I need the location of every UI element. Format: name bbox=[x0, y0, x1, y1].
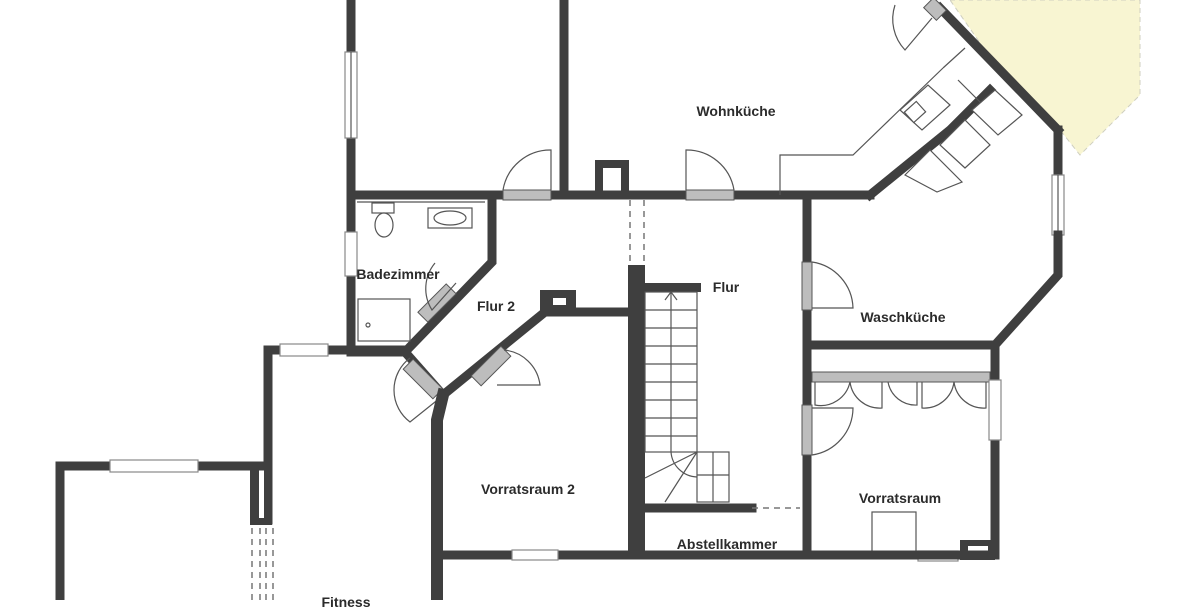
door-wohnkueche bbox=[685, 149, 735, 201]
door-top-left bbox=[502, 149, 552, 201]
staircase bbox=[644, 291, 730, 503]
left-room-walls bbox=[55, 459, 273, 600]
window-vorratsraum-2 bbox=[511, 549, 559, 561]
flur-2-walls bbox=[393, 290, 633, 423]
door-waschkueche bbox=[801, 261, 854, 311]
kitchen-counter bbox=[779, 47, 1023, 195]
door-vorratsraum bbox=[801, 404, 854, 456]
vorratsraum-closets bbox=[811, 371, 991, 409]
room-label-vorratsraum-2: Vorratsraum 2 bbox=[481, 481, 575, 497]
main-horizontal-wall bbox=[346, 1, 1065, 202]
toilet-tank bbox=[371, 202, 395, 214]
bathroom bbox=[344, 190, 497, 359]
room-label-fitness: Fitness bbox=[321, 594, 371, 610]
flur-walls bbox=[628, 200, 800, 555]
room-label-vorratsraum: Vorratsraum bbox=[858, 490, 942, 506]
vorratsraum-2-wall bbox=[431, 387, 451, 600]
room-label-waschkueche: Waschküche bbox=[860, 309, 946, 325]
room-top-left-walls bbox=[344, 0, 569, 200]
fitness-walls bbox=[250, 343, 410, 600]
room-label-wohnkueche: Wohnküche bbox=[696, 103, 776, 119]
shower bbox=[357, 298, 411, 342]
chimney bbox=[595, 160, 629, 168]
room-label-abstellkammer: Abstellkammer bbox=[676, 536, 778, 552]
window-vorratsraum-right bbox=[988, 379, 1002, 441]
toilet bbox=[374, 212, 394, 238]
room-label-badezimmer: Badezimmer bbox=[356, 266, 440, 282]
door-terrace bbox=[892, 0, 948, 51]
appliance bbox=[871, 511, 917, 553]
room-label-flur-2: Flur 2 bbox=[476, 298, 516, 314]
terrace-area bbox=[949, 0, 1141, 156]
room-label-flur: Flur bbox=[712, 279, 740, 295]
